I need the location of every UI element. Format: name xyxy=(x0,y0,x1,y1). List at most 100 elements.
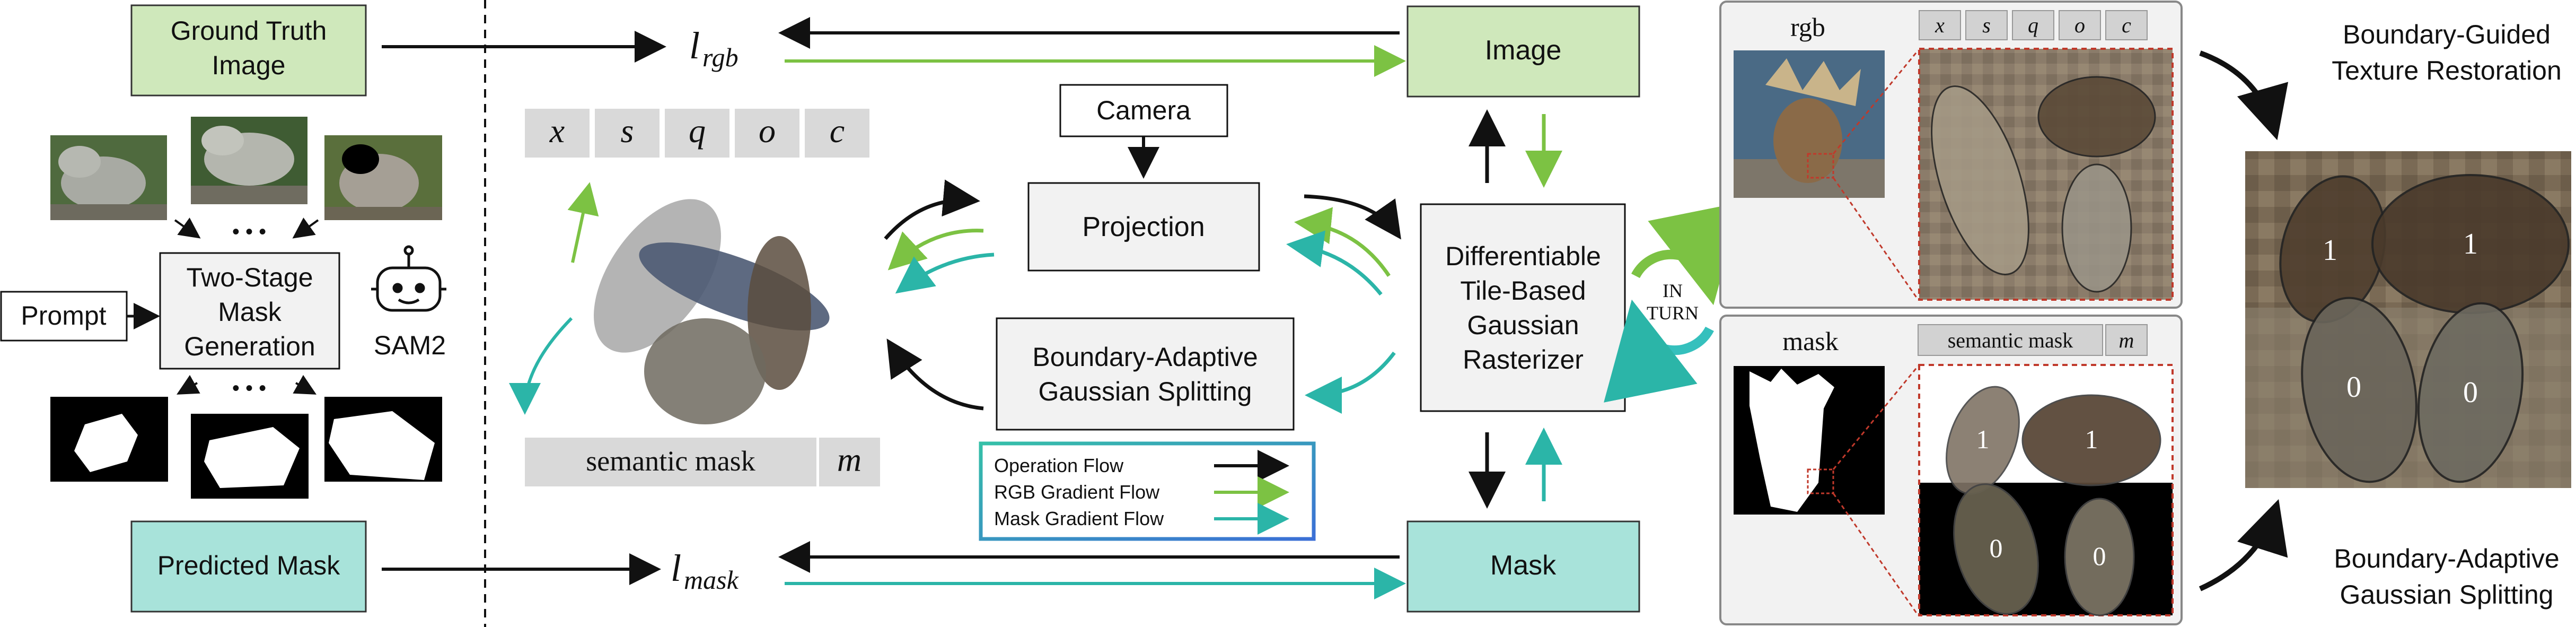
gt-photo-3 xyxy=(324,135,442,220)
left-section: Ground Truth Image • • • Prompt xyxy=(0,4,446,613)
rasterizer-label-4: Rasterizer xyxy=(1463,345,1584,375)
svg-text:x: x xyxy=(1935,13,1945,37)
mask-gen-label-2: Mask xyxy=(218,297,282,327)
mask-panel-label: mask xyxy=(1782,326,1839,356)
splitting-label-1: Boundary-Adaptive xyxy=(1032,342,1258,372)
gaussian-cluster xyxy=(594,199,830,424)
rgb-zoom-ellipses xyxy=(1931,76,2156,293)
projection-label: Projection xyxy=(1082,212,1205,242)
svg-text:q: q xyxy=(689,112,706,150)
svg-text:x: x xyxy=(549,112,565,150)
loss-rgb: l rgb xyxy=(382,17,1406,77)
binary-mask-2 xyxy=(191,414,309,499)
projection-box xyxy=(1027,182,1260,272)
mask-gen-label-3: Generation xyxy=(184,332,315,361)
ground-truth-label-1: Ground Truth xyxy=(171,16,327,46)
attribute-row: x s q o c xyxy=(525,109,869,158)
semantic-mask-label: semantic mask xyxy=(586,445,755,477)
far-right-top-2: Texture Restoration xyxy=(2332,56,2562,85)
mask-zoom-ellipses xyxy=(1946,386,2161,616)
mask-zoom-zero-2: 0 xyxy=(2093,541,2106,571)
loss-mask: l mask xyxy=(382,541,1406,599)
mask-generation-box xyxy=(159,252,340,370)
predicted-mask-box xyxy=(130,520,367,613)
mask-panel: mask semantic mask m 1 1 0 0 xyxy=(1719,315,2183,625)
arrow-mask-rasterizer-to-projection xyxy=(1286,230,1383,296)
legend: Operation Flow RGB Gradient Flow Mask Gr… xyxy=(979,441,1316,541)
arrow-to-adaptive-splitting xyxy=(2199,499,2288,591)
rgb-panel: rgb x s q o c xyxy=(1719,1,2183,309)
prompt-box xyxy=(0,291,128,342)
svg-text:s: s xyxy=(1982,13,1991,37)
mask-panel-symbol: m xyxy=(2119,328,2134,352)
attr-box-o: o xyxy=(735,109,799,158)
semantic-mask-symbol: m xyxy=(837,441,861,478)
dots-top: • • • xyxy=(232,220,266,243)
gt-photo-1 xyxy=(50,135,167,220)
attr-box-q: q xyxy=(665,109,729,158)
splitting-box xyxy=(996,317,1295,431)
binary-mask-3 xyxy=(324,397,442,482)
semantic-mask-bar: semantic mask m xyxy=(525,438,880,486)
arrow-gen-to-mask3 xyxy=(293,375,316,395)
loss-rgb-symbol: l xyxy=(689,24,700,67)
arrow-photo3-to-gen xyxy=(292,217,319,239)
result-zero-2: 0 xyxy=(2463,376,2478,409)
rasterizer-label-2: Tile-Based xyxy=(1460,276,1586,306)
mask-photo xyxy=(1734,366,1885,515)
result-one-1: 1 xyxy=(2323,234,2337,267)
rasterizer-box xyxy=(1420,203,1626,412)
arrow-gen-to-mask1 xyxy=(177,375,200,395)
mask-zoom-one-1: 1 xyxy=(1976,424,1990,454)
far-right-bottom-1: Boundary-Adaptive xyxy=(2334,544,2559,573)
binary-mask-1 xyxy=(50,397,168,482)
arrow-projection-to-rasterizer xyxy=(1304,194,1401,240)
arrow-mask-to-semantic xyxy=(509,317,573,415)
arrow-splitting-to-attrs xyxy=(886,338,984,411)
in-turn-label-1: IN xyxy=(1663,280,1683,301)
image-label: Image xyxy=(1485,35,1562,66)
attr-box-x: x xyxy=(525,109,590,158)
result-one-2: 1 xyxy=(2463,228,2478,260)
in-turn-cycle: IN TURN xyxy=(1604,202,1742,403)
arrow-photo-to-gen xyxy=(174,217,201,239)
far-right-bottom-2: Gaussian Splitting xyxy=(2340,580,2553,609)
svg-text:s: s xyxy=(621,112,634,150)
arrow-rgb-to-attrs xyxy=(567,182,599,263)
legend-label-operation: Operation Flow xyxy=(994,455,1124,476)
result-zero-1: 0 xyxy=(2346,371,2361,404)
predicted-mask-label: Predicted Mask xyxy=(157,551,341,580)
vase-photo xyxy=(1734,50,1885,198)
legend-label-mask: Mask Gradient Flow xyxy=(994,508,1164,529)
dots-bottom: • • • xyxy=(232,377,266,400)
loss-rgb-subscript: rgb xyxy=(702,42,738,72)
loss-mask-subscript: mask xyxy=(684,565,739,595)
camera-box xyxy=(1059,84,1228,137)
in-turn-label-2: TURN xyxy=(1647,302,1699,324)
svg-text:o: o xyxy=(2074,13,2085,37)
prompt-label: Prompt xyxy=(21,301,106,330)
arrow-rgb-rasterizer-to-projection xyxy=(1294,207,1391,277)
mask-box xyxy=(1406,520,1640,613)
attr-box-c: c xyxy=(805,109,869,158)
svg-text:q: q xyxy=(2028,13,2038,37)
image-box xyxy=(1406,5,1640,98)
legend-label-rgb: RGB Gradient Flow xyxy=(994,481,1160,503)
attr-box-s: s xyxy=(595,109,660,158)
svg-text:c: c xyxy=(830,112,845,150)
rasterizer-label-1: Differentiable xyxy=(1445,241,1601,271)
robot-icon xyxy=(371,245,446,312)
mask-panel-semantic: semantic mask xyxy=(1948,328,2073,352)
ground-truth-box xyxy=(130,4,367,97)
svg-text:o: o xyxy=(759,112,776,150)
mask-zoom-zero-1: 0 xyxy=(1990,533,2003,563)
arrow-mask-back-projection xyxy=(895,252,995,294)
arrow-rgb-back-projection xyxy=(887,229,984,271)
arrow-rasterizer-to-splitting xyxy=(1305,351,1396,414)
rgb-panel-label: rgb xyxy=(1790,12,1825,42)
splitting-label-2: Gaussian Splitting xyxy=(1038,377,1252,406)
sam2-label: SAM2 xyxy=(374,330,446,360)
mask-gen-label-1: Two-Stage xyxy=(186,263,313,292)
loss-mask-symbol: l xyxy=(671,547,681,589)
